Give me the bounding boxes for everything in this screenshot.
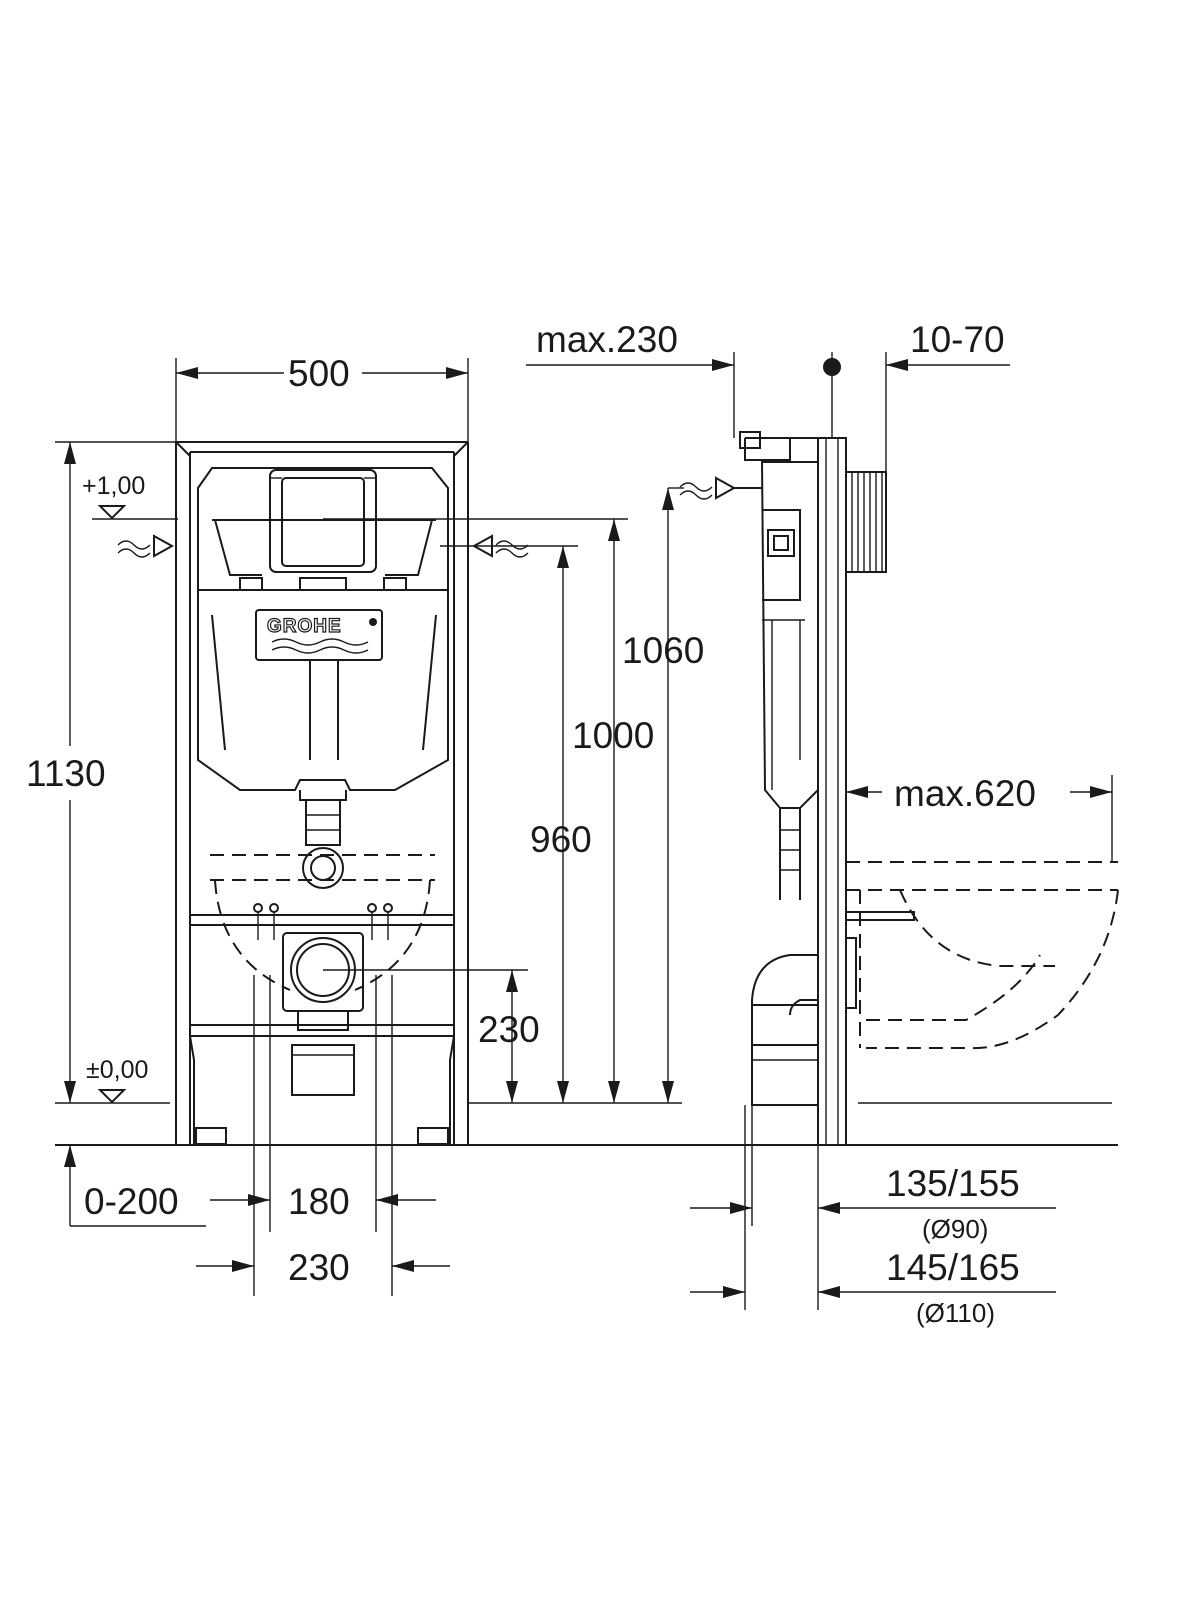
label-height-230: 230 xyxy=(478,1009,540,1050)
label-dia-90: (Ø90) xyxy=(922,1214,988,1244)
label-height-1130: 1130 xyxy=(26,753,106,794)
dimension-1130 xyxy=(55,441,176,1103)
label-level-zero: ±0,00 xyxy=(86,1056,148,1084)
label-width-500: 500 xyxy=(288,353,350,394)
level-marker-zero xyxy=(97,1089,127,1104)
label-dist-135-155: 135/155 xyxy=(886,1163,1020,1204)
label-max-230: max.230 xyxy=(536,319,678,360)
dimension-960 xyxy=(662,487,684,1103)
label-dist-145-165: 145/165 xyxy=(886,1247,1020,1288)
label-range-10-70: 10-70 xyxy=(910,319,1005,360)
cistern-side xyxy=(751,461,857,1106)
dimension-10-70 xyxy=(823,352,1010,472)
level-marker-plus xyxy=(92,505,178,520)
dimension-0-200 xyxy=(64,1145,206,1227)
dimension-135-155 xyxy=(690,1105,1056,1310)
dimension-max-620 xyxy=(846,775,1113,862)
wc-bowl-outline-front xyxy=(210,854,435,991)
label-width-180: 180 xyxy=(288,1181,350,1222)
frame-front-view xyxy=(175,441,469,1145)
wc-bowl-outline-side xyxy=(845,861,1119,1050)
label-range-0-200: 0-200 xyxy=(84,1181,179,1222)
label-level-plus: +1,00 xyxy=(82,472,145,500)
water-inlet-side-icon xyxy=(679,476,762,500)
label-dia-110: (Ø110) xyxy=(916,1298,995,1328)
dimension-230-vertical xyxy=(323,969,528,1103)
cistern-front: GROHE xyxy=(197,467,449,889)
brand-logo-text: GROHE xyxy=(267,616,342,637)
label-max-620: max.620 xyxy=(894,773,1036,814)
water-inlet-left-icon xyxy=(117,534,175,558)
flush-pipe-side xyxy=(845,471,887,573)
waste-connector-front xyxy=(253,903,393,1096)
dimension-max-230 xyxy=(526,352,735,438)
label-height-1000: 1000 xyxy=(572,715,654,756)
dimension-1060 xyxy=(323,518,628,1103)
dimension-500 xyxy=(175,358,469,442)
label-height-960: 960 xyxy=(530,819,592,860)
dimension-1000 xyxy=(440,545,578,1103)
label-height-1060: 1060 xyxy=(622,630,704,671)
dimension-230-horizontal xyxy=(196,975,450,1296)
label-width-230: 230 xyxy=(288,1247,350,1288)
dimension-145-165 xyxy=(690,1105,1056,1310)
